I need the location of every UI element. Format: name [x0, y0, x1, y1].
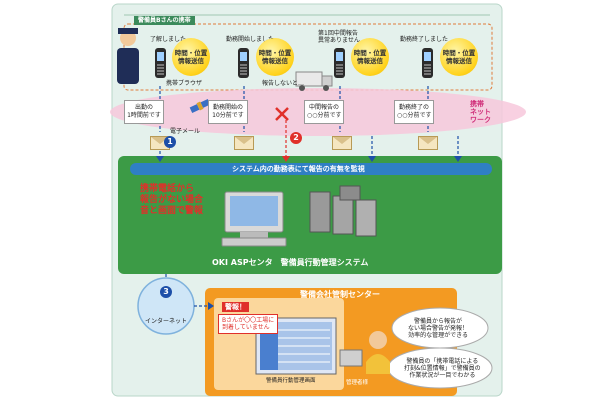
- speech-bubble-1: 警備員から報告が ない場合警告が発報！ 効率的な管理ができる: [408, 318, 469, 339]
- phone-3-icon: [334, 48, 345, 78]
- step-number-1: 1: [164, 136, 176, 148]
- step-4-event-box: 勤務終了の ○○分前です: [394, 100, 434, 124]
- step-1-bubble: 時間・位置 情報送信: [172, 38, 210, 76]
- system-label: OKI ASPセンタ 警備員行動管理システム: [212, 258, 369, 267]
- email-envelope-icon-2: [234, 136, 254, 150]
- step-4-bubble: 時間・位置 情報送信: [440, 38, 478, 76]
- screen-caption: 警備員行動管理画面: [266, 378, 316, 384]
- step-3-bubble: 時間・位置 情報送信: [351, 38, 389, 76]
- step-1-event-box: 出勤の 1時間前です: [124, 100, 164, 124]
- step-number-3: 3: [160, 286, 172, 298]
- email-envelope-icon-4: [418, 136, 438, 150]
- alarm-message: Bさんが〇〇工場に 到着していません: [218, 314, 279, 334]
- step-3-event-box: 中間報告の ○○分前です: [304, 100, 344, 124]
- speech-bubble-2: 警備員の「携帯電話による 打刻&位置情報」で警備員の 作業状況が一目でわかる: [404, 358, 481, 379]
- step-2-status: 勤務開始しました: [226, 36, 275, 43]
- alert-callout: 携帯電話から 報告がない場合 音と画面で警報: [140, 184, 204, 216]
- step-1-status: 了解しました: [150, 36, 187, 43]
- phone-1-icon: [155, 48, 166, 78]
- mobile-network-label: 携帯 ネット ワーク: [470, 100, 491, 124]
- step-2-bubble: 時間・位置 情報送信: [256, 38, 294, 76]
- phone-2-icon: [238, 48, 249, 78]
- step-number-2: 2: [290, 132, 302, 144]
- step-2-event-box: 勤務開始の 10分前です: [208, 100, 248, 124]
- operator-label: 管理者様: [346, 380, 369, 386]
- header-label: 警備員Bさんの携帯: [134, 16, 195, 25]
- internet-label: インターネット: [145, 318, 188, 325]
- email-envelope-icon-3: [332, 136, 352, 150]
- step-4-status: 勤務終了しました: [400, 36, 449, 43]
- email-label: 電子メール: [170, 128, 201, 135]
- alarm-title: 警報！: [222, 302, 249, 312]
- no-report-label: 報告しないと…: [262, 80, 305, 87]
- step-3-status: 第1回中間報告 異常ありません: [318, 30, 360, 44]
- phone-4-icon: [422, 48, 433, 78]
- center-title: 警備会社管制センター: [300, 290, 380, 299]
- browser-label: 携帯ブラウザ: [166, 80, 203, 87]
- system-band-text: システム内の勤務表にて報告の有無を監視: [232, 165, 365, 173]
